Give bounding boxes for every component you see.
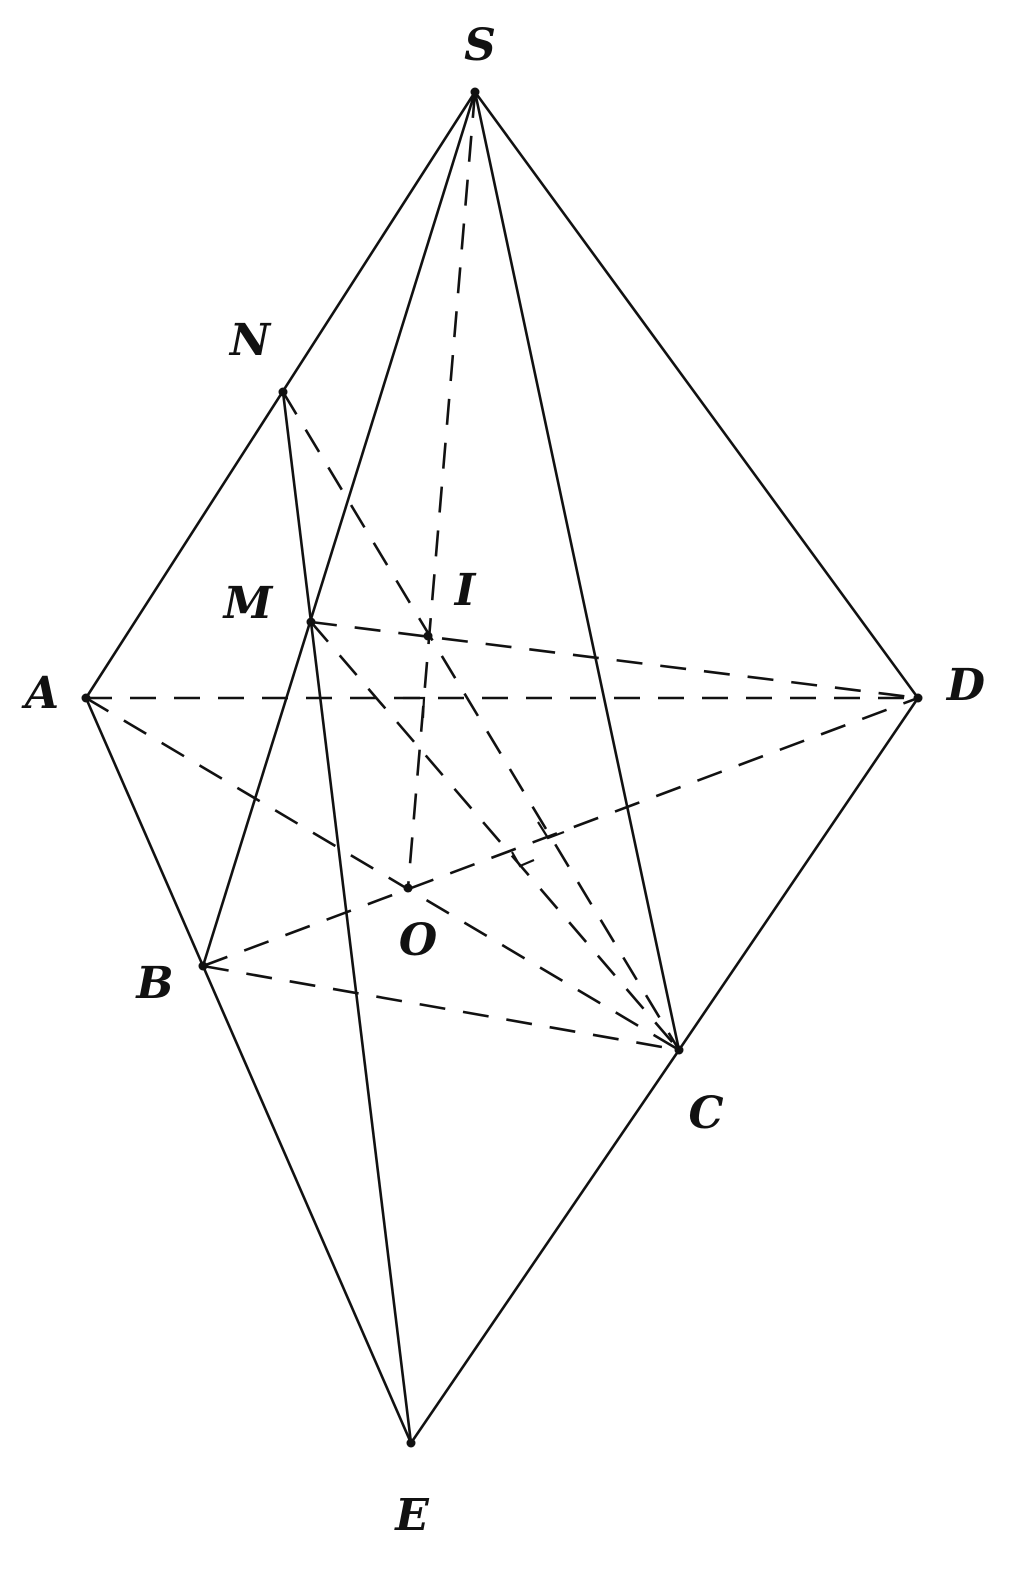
segment-bd — [202, 696, 919, 968]
segment-md — [310, 620, 919, 700]
label-d: D — [945, 660, 985, 711]
segment-ac — [85, 696, 680, 1052]
segment-so — [406, 91, 477, 889]
segment-ne — [281, 391, 413, 1444]
label-s: S — [464, 20, 496, 71]
label-e: E — [393, 1490, 430, 1541]
right-angle-mark-ad — [403, 696, 426, 719]
point-labels: S N M I A D O B C E — [21, 20, 985, 1541]
point-i — [423, 631, 433, 641]
points — [81, 87, 923, 1448]
segment-sb — [201, 91, 477, 967]
segment-ab — [84, 697, 205, 967]
right-angle-mark-h — [537, 821, 565, 840]
segment-sd — [473, 91, 920, 699]
segment-mc — [310, 621, 680, 1051]
label-m: M — [222, 578, 274, 629]
point-o — [403, 883, 413, 893]
point-b — [198, 961, 208, 971]
segment-be — [201, 965, 413, 1444]
segment-bc — [202, 964, 680, 1052]
label-i: I — [453, 565, 477, 616]
label-c: C — [688, 1088, 723, 1139]
segment-nc — [281, 391, 681, 1051]
label-a: A — [21, 668, 59, 719]
label-n: N — [228, 315, 272, 366]
label-b: B — [134, 958, 173, 1009]
solid-edges — [84, 91, 920, 1444]
segment-cd — [677, 697, 920, 1051]
point-m — [306, 617, 316, 627]
right-angle-marks — [403, 696, 565, 868]
point-e — [406, 1438, 416, 1448]
dashed-edges — [85, 91, 919, 1052]
segment-ec — [409, 1049, 681, 1444]
point-s — [470, 87, 480, 97]
segment-sc — [473, 91, 681, 1051]
label-o: O — [399, 915, 437, 966]
point-d — [913, 693, 923, 703]
right-angle-mark-o — [511, 851, 535, 868]
point-c — [674, 1045, 684, 1055]
point-n — [278, 387, 288, 397]
point-a — [81, 693, 91, 703]
